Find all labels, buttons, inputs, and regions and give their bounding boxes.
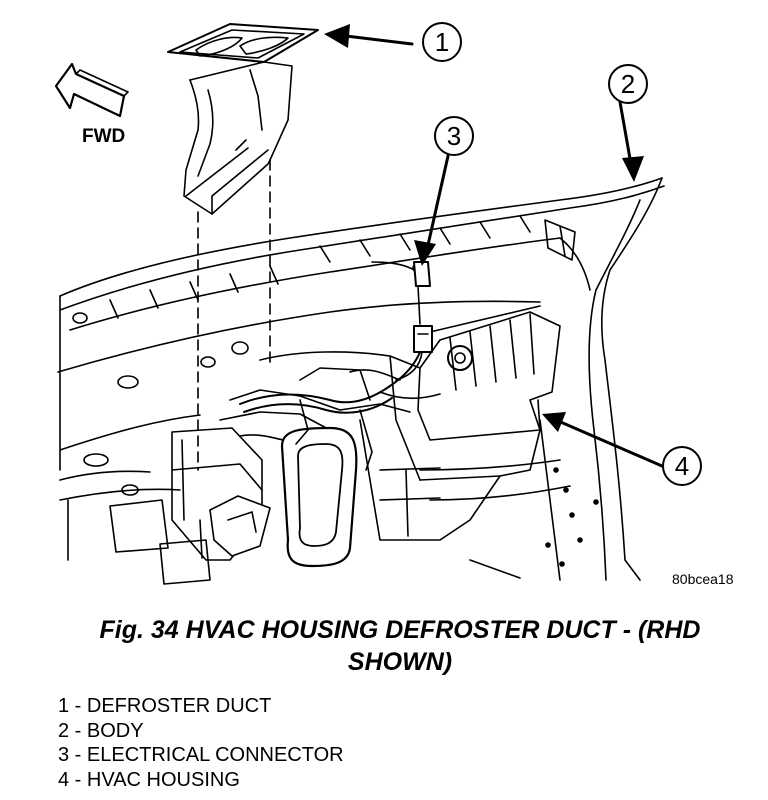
defroster-duct	[167, 23, 319, 471]
hvac-diagram: 1 2 3 4 FWD 80bcea18	[54, 22, 734, 587]
callout-3: 3	[447, 121, 461, 151]
fwd-arrow-icon	[54, 62, 129, 118]
legend-item: 3 - ELECTRICAL CONNECTOR	[58, 744, 344, 766]
legend: 1 - DEFROSTER DUCT 2 - BODY 3 - ELECTRIC…	[58, 694, 344, 792]
legend-item: 2 - BODY	[58, 719, 144, 742]
figure-code: 80bcea18	[672, 571, 734, 587]
callout-4: 4	[675, 451, 689, 481]
callout-circle-1	[422, 22, 462, 62]
figure-caption: Fig. 34 HVAC HOUSING DEFROSTER DUCT - (R…	[30, 614, 768, 678]
leader-4	[554, 418, 664, 468]
callout-2: 2	[621, 69, 635, 99]
fwd-label: FWD	[82, 126, 125, 147]
legend-item: 4 - HVAC HOUSING	[58, 768, 240, 791]
caption-line-1: Fig. 34 HVAC HOUSING DEFROSTER DUCT - (R…	[99, 616, 701, 644]
leader-3	[424, 154, 450, 256]
caption-line-2: SHOWN)	[347, 648, 453, 676]
callout-circle-3	[434, 116, 474, 156]
hvac-housing	[109, 261, 561, 585]
leader-arrows	[344, 34, 664, 468]
callout-1: 1	[435, 27, 449, 57]
body-panel	[57, 177, 665, 581]
callout-circle-4	[662, 446, 702, 486]
legend-item: 1 - DEFROSTER DUCT	[58, 695, 272, 717]
callout-circle-2	[608, 64, 648, 104]
leader-1	[344, 34, 414, 46]
